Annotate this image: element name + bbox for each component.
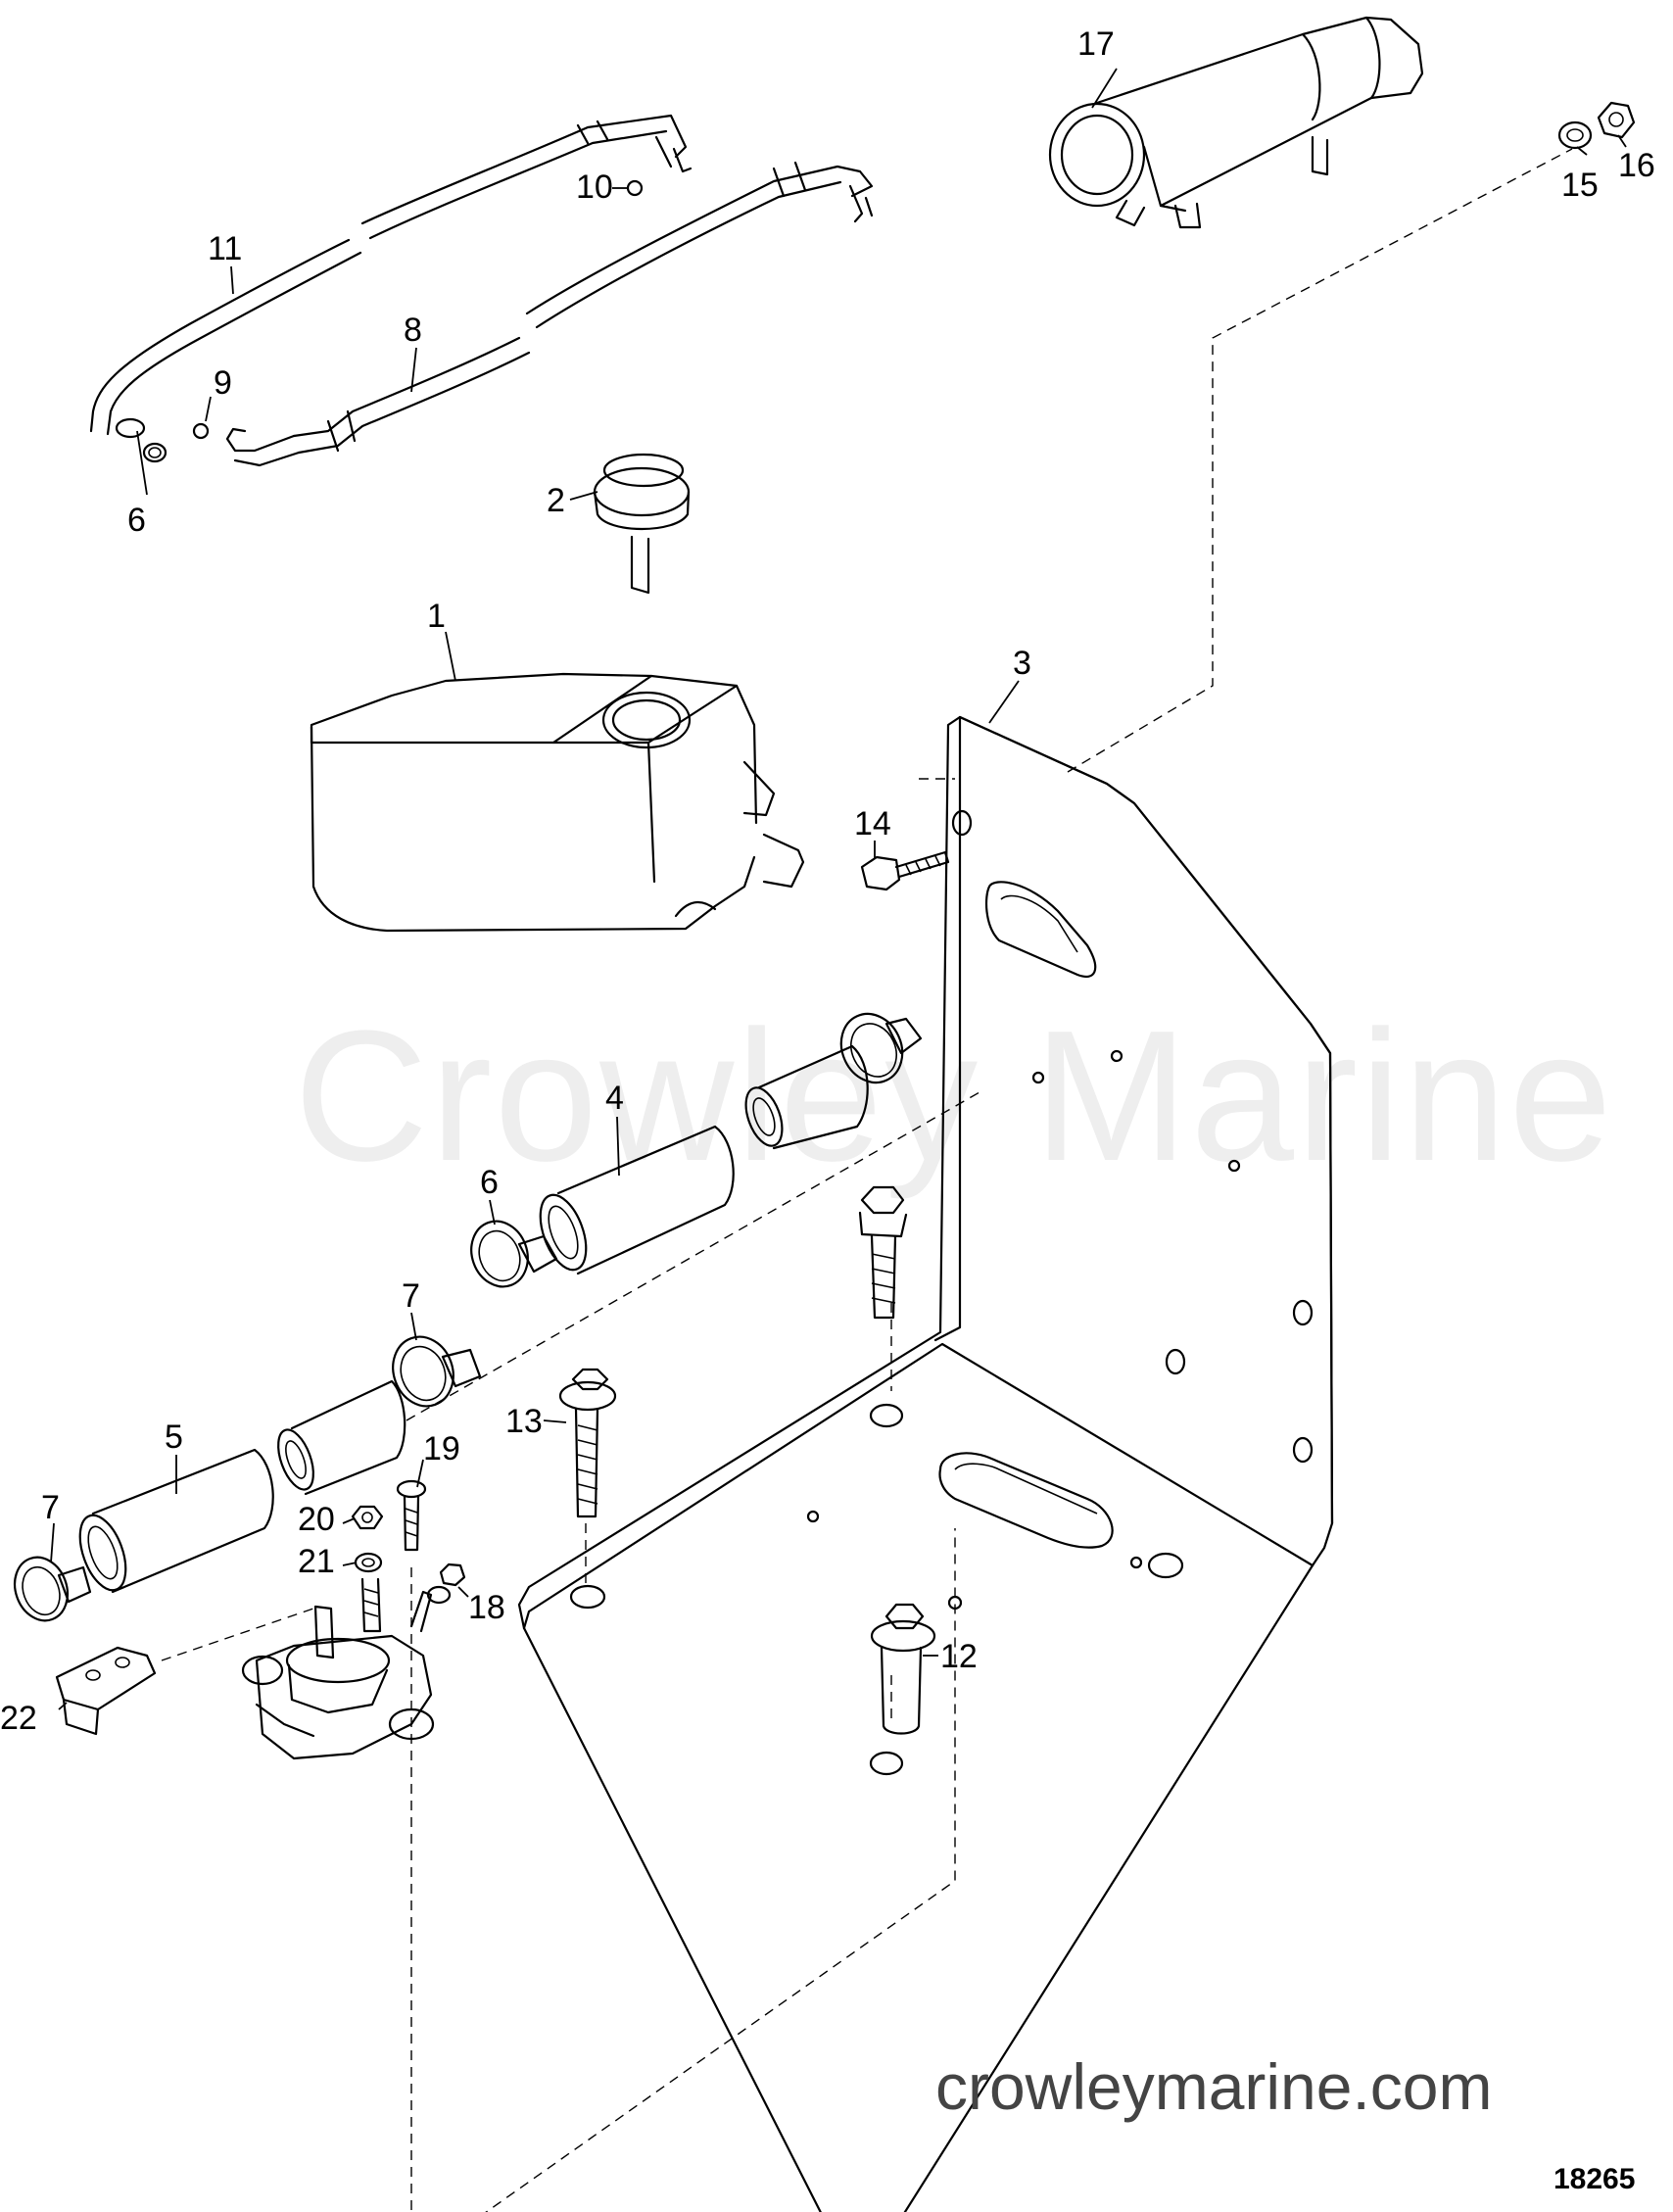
callout-20: 20 bbox=[298, 1501, 335, 1538]
cap-2 bbox=[593, 453, 691, 595]
callout-5: 5 bbox=[165, 1419, 183, 1456]
website-watermark: crowleymarine.com bbox=[935, 2050, 1493, 2123]
callout-8: 8 bbox=[404, 312, 422, 349]
callout-7a: 7 bbox=[402, 1277, 420, 1315]
clamp-7-upper bbox=[392, 1335, 482, 1408]
callout-3: 3 bbox=[1013, 645, 1031, 682]
watermark-text: Crowley Marine bbox=[294, 992, 1614, 1200]
callout-7b: 7 bbox=[41, 1489, 60, 1526]
o-ring-9 bbox=[192, 422, 210, 440]
figure-id: 18265 bbox=[1554, 2163, 1636, 2195]
callout-4: 4 bbox=[605, 1080, 624, 1117]
clamp-upper bbox=[839, 1012, 923, 1084]
hose-short-upper bbox=[744, 1044, 869, 1150]
cooler-17 bbox=[1048, 16, 1424, 229]
bolt-13 bbox=[558, 1368, 617, 1518]
bolt-vertical bbox=[858, 1185, 908, 1320]
callout-1: 1 bbox=[427, 598, 446, 635]
bracket-22 bbox=[55, 1646, 157, 1736]
callout-17: 17 bbox=[1077, 25, 1115, 63]
callout-2: 2 bbox=[547, 482, 565, 519]
callouts: 1 2 3 4 5 6 6 7 7 8 9 10 11 12 13 14 15 … bbox=[0, 25, 1655, 1737]
bolt-12 bbox=[870, 1603, 936, 1735]
screw-19 bbox=[396, 1479, 427, 1552]
callout-6a: 6 bbox=[127, 502, 146, 539]
reservoir-1 bbox=[310, 672, 805, 933]
solenoid bbox=[241, 1577, 435, 1760]
clamp-7-lower bbox=[13, 1556, 92, 1622]
nut-18 bbox=[426, 1563, 466, 1605]
callout-9: 9 bbox=[214, 364, 232, 402]
hose-5 bbox=[78, 1448, 274, 1594]
callout-11: 11 bbox=[208, 230, 242, 267]
callout-16: 16 bbox=[1618, 147, 1655, 184]
clamp-6-small bbox=[142, 442, 167, 463]
callout-14: 14 bbox=[854, 805, 891, 842]
hose-4 bbox=[539, 1125, 735, 1275]
hose-short-lower bbox=[277, 1379, 406, 1496]
leader-lines bbox=[50, 68, 1627, 1710]
callout-10: 10 bbox=[576, 168, 613, 206]
callout-6b: 6 bbox=[480, 1164, 499, 1201]
alignment-lines bbox=[161, 148, 1573, 2212]
o-ring-10 bbox=[626, 179, 644, 197]
nut-20 bbox=[351, 1505, 384, 1530]
washer-15 bbox=[1557, 120, 1593, 150]
callout-22: 22 bbox=[0, 1700, 37, 1737]
clamp-6 bbox=[470, 1220, 558, 1288]
bracket-3 bbox=[517, 715, 1334, 2212]
callout-18: 18 bbox=[468, 1589, 505, 1626]
callout-19: 19 bbox=[423, 1430, 460, 1467]
nut-16 bbox=[1597, 101, 1636, 139]
callout-12: 12 bbox=[940, 1638, 978, 1675]
callout-15: 15 bbox=[1561, 167, 1599, 204]
hose-assembly-11 bbox=[89, 114, 693, 439]
callout-13: 13 bbox=[505, 1403, 543, 1440]
bolt-14 bbox=[860, 850, 950, 891]
callout-21: 21 bbox=[298, 1543, 335, 1580]
hose-assembly-8 bbox=[225, 161, 874, 467]
washer-21 bbox=[354, 1552, 383, 1573]
